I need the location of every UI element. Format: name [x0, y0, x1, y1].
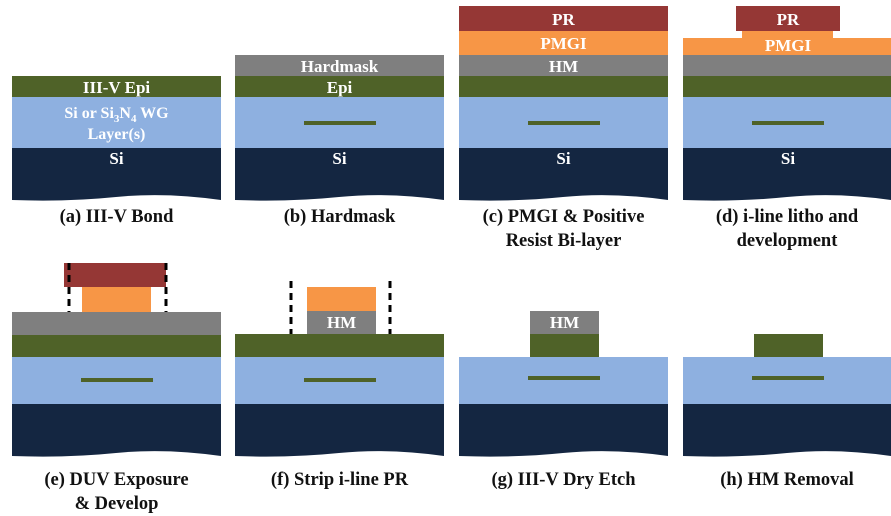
- waveguide-layer: [459, 357, 668, 404]
- caption-h-line1: (h) HM Removal: [720, 470, 854, 490]
- caption-a-line1: (a) III-V Bond: [60, 207, 174, 227]
- si-substrate: [12, 404, 221, 457]
- pmgi-layer: [459, 31, 668, 55]
- caption-c-line2: Resist Bi-layer: [506, 231, 622, 251]
- caption-b-line1: (b) Hardmask: [284, 207, 396, 227]
- waveguide-layer: [12, 97, 221, 148]
- panel-a: III-V Epi Si or Si3N4 WG Layer(s) Si (a)…: [12, 76, 221, 227]
- epi-layer: [12, 76, 221, 97]
- pr-pattern: [736, 6, 840, 31]
- waveguide-core: [752, 121, 824, 125]
- waveguide-core: [304, 378, 376, 382]
- waveguide-core: [304, 121, 376, 125]
- si-label: Si: [109, 149, 123, 168]
- hardmask-layer: [459, 55, 668, 76]
- pr-label: PR: [777, 10, 800, 29]
- pmgi-pattern: [307, 287, 376, 311]
- waveguide-core: [752, 376, 824, 380]
- si-substrate: [12, 148, 221, 201]
- hardmask-label: Hardmask: [301, 57, 379, 76]
- pmgi-layer: [683, 38, 891, 55]
- si-label: Si: [556, 149, 570, 168]
- epi-label: III-V Epi: [83, 78, 151, 97]
- si-substrate: [459, 404, 668, 457]
- si-substrate: [683, 148, 891, 201]
- hardmask-pattern: [307, 311, 376, 334]
- caption-c-line1: (c) PMGI & Positive: [483, 207, 645, 227]
- epi-mesa: [530, 334, 599, 357]
- waveguide-core: [528, 121, 600, 125]
- caption-d-line2: development: [737, 231, 839, 251]
- hm-label: HM: [549, 57, 578, 76]
- epi-layer: [235, 334, 444, 357]
- panel-b: Hardmask Epi Si (b) Hardmask: [235, 55, 444, 227]
- si-substrate: [459, 148, 668, 201]
- panel-h: (h) HM Removal: [683, 334, 891, 490]
- pmgi-label: PMGI: [540, 34, 587, 53]
- si-label: Si: [332, 149, 346, 168]
- hm-label: HM: [550, 313, 579, 332]
- pr-pattern: [64, 263, 166, 287]
- pmgi-pedestal: [742, 31, 833, 39]
- waveguide-label-line1: Si or Si3N4 WG: [64, 105, 169, 125]
- caption-e-line1: (e) DUV Exposure: [44, 470, 188, 490]
- epi-mesa: [754, 334, 823, 357]
- hardmask-layer: [683, 55, 891, 76]
- pr-layer: [459, 6, 668, 31]
- pmgi-label: PMGI: [765, 36, 812, 55]
- caption-e-line2: & Develop: [75, 494, 159, 514]
- pmgi-undercut: [82, 287, 151, 312]
- pr-label: PR: [552, 10, 575, 29]
- si-substrate: [683, 404, 891, 457]
- epi-label: Epi: [327, 78, 353, 97]
- caption-d-line1: (d) i-line litho and: [716, 207, 859, 227]
- waveguide-layer: [683, 357, 891, 404]
- hardmask-layer: [235, 55, 444, 76]
- caption-f-line1: (f) Strip i-line PR: [271, 470, 409, 490]
- caption-g-line1: (g) III-V Dry Etch: [491, 470, 636, 490]
- hm-label: HM: [327, 313, 356, 332]
- waveguide-core: [528, 376, 600, 380]
- si-substrate: [235, 404, 444, 457]
- epi-layer: [235, 76, 444, 97]
- hardmask-layer: [12, 312, 221, 335]
- panel-f: HM (f) Strip i-line PR: [235, 281, 444, 490]
- epi-layer: [12, 335, 221, 357]
- panel-d: PR PMGI Si (d) i-line litho and developm…: [683, 6, 891, 251]
- si-substrate: [235, 148, 444, 201]
- panel-c: PR PMGI HM Si (c) PMGI & Positive Resist…: [459, 6, 668, 251]
- epi-layer: [683, 76, 891, 97]
- epi-layer: [459, 76, 668, 97]
- waveguide-core: [81, 378, 153, 382]
- panel-g: HM (g) III-V Dry Etch: [459, 311, 668, 490]
- panel-e: (e) DUV Exposure & Develop: [12, 263, 221, 514]
- si-label: Si: [781, 149, 795, 168]
- waveguide-label-line2: Layer(s): [88, 126, 146, 143]
- hardmask-pattern: [530, 311, 599, 334]
